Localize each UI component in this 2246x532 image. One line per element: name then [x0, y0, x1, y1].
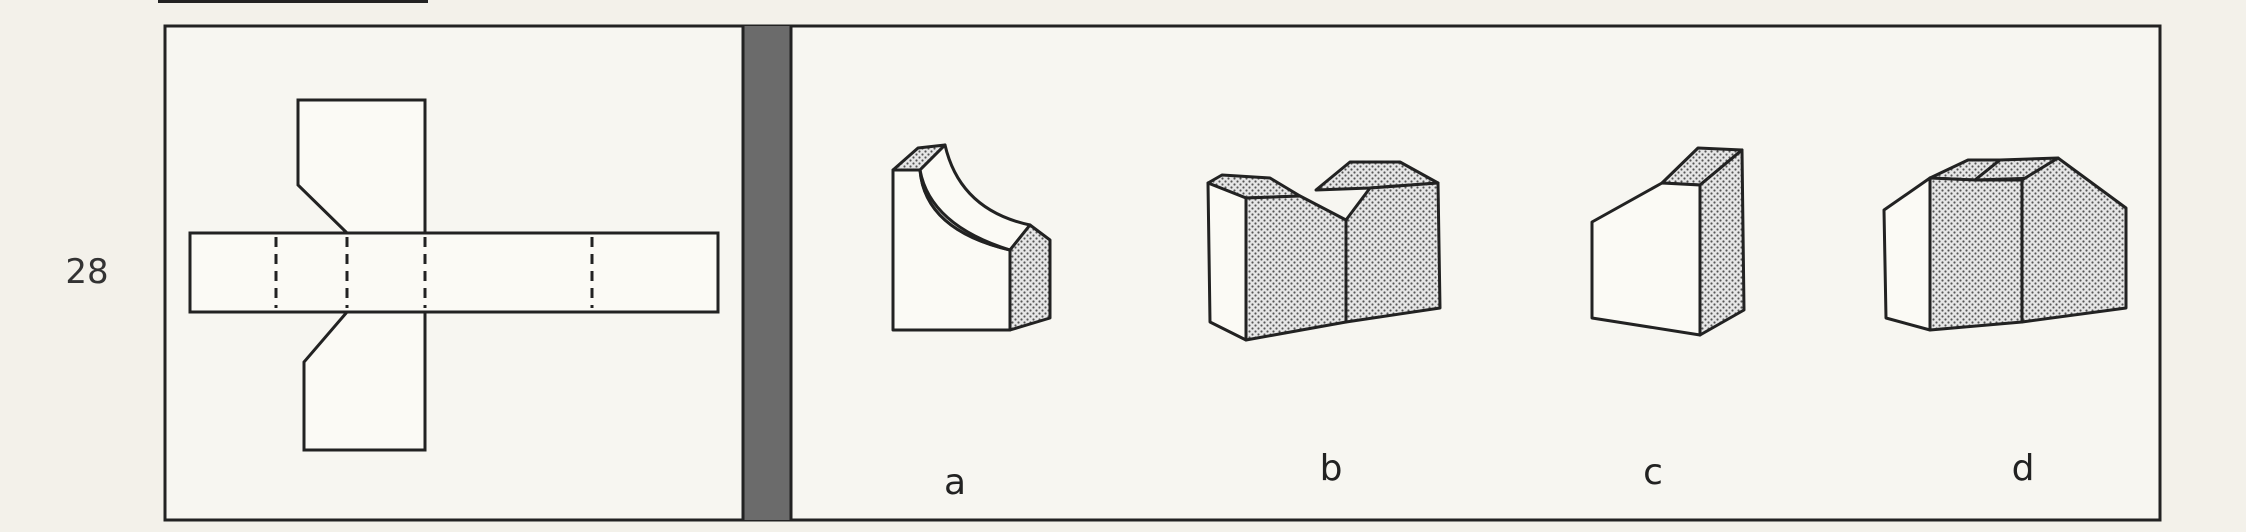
option-a-shape	[891, 143, 1052, 332]
option-d-shape	[1882, 156, 2128, 332]
panel-divider	[743, 26, 791, 520]
top-rule	[158, 0, 428, 3]
option-b-shape	[1206, 160, 1442, 342]
option-b-label[interactable]: b	[1319, 448, 1343, 489]
question-number: 28	[65, 252, 109, 292]
option-a-label[interactable]: a	[943, 462, 967, 503]
option-c-label[interactable]: c	[1643, 452, 1663, 493]
option-c-shape	[1590, 146, 1746, 337]
fold-lines	[274, 231, 594, 314]
unfolded-net	[188, 98, 720, 452]
option-d-label[interactable]: d	[2011, 448, 2035, 489]
